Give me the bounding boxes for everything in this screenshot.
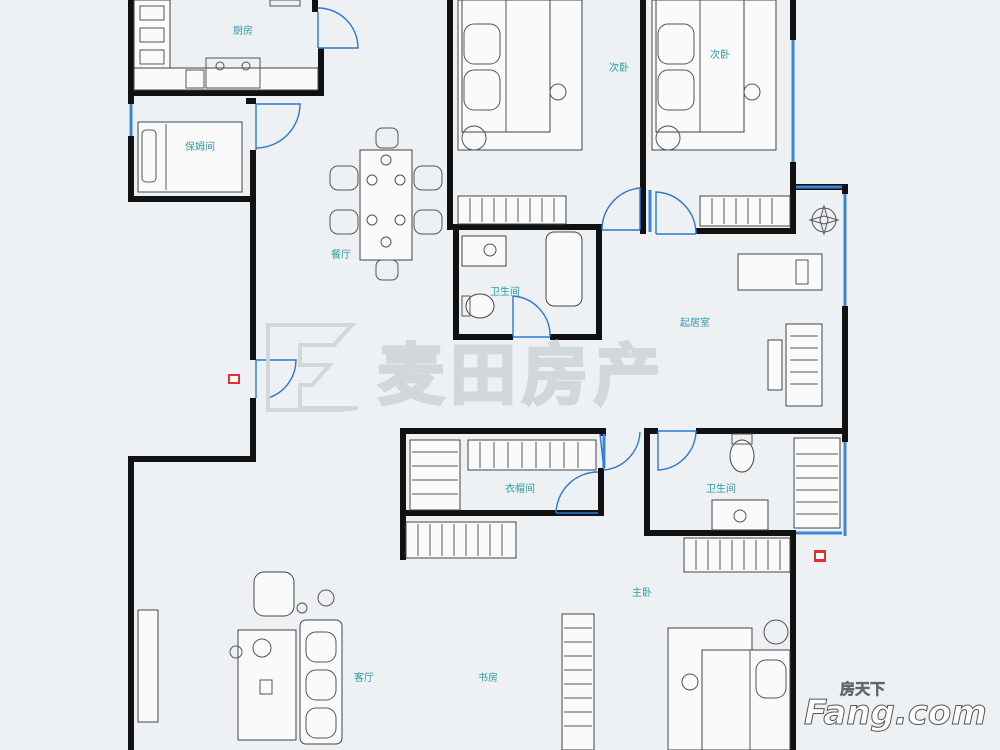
cloakroom-shelves: [409, 439, 597, 511]
logo-cn-text: 房天下: [840, 680, 885, 698]
kitchen-fixtures: [133, 0, 319, 91]
walls: [128, 0, 848, 750]
doors: [255, 7, 697, 514]
room-labels: 厨房 保姆间 餐厅 次卧 次卧 卫生间 起居室 衣帽间 卫生间 主卧 客厅 书房: [185, 24, 736, 684]
fang-logo: 房天下 Fang.com: [804, 680, 988, 734]
bathroom-1-fixtures: [461, 231, 583, 319]
bedroom-1-bed: [457, 0, 583, 225]
label-study: 书房: [478, 671, 498, 684]
label-dining: 餐厅: [331, 248, 351, 261]
dining-table: [329, 127, 443, 281]
label-kitchen: 厨房: [233, 24, 253, 37]
windows: [129, 40, 847, 536]
label-nanny-room: 保姆间: [185, 140, 215, 153]
sofa-set: [137, 571, 343, 745]
study-shelves: [405, 521, 595, 750]
entry-marker-west: [228, 374, 240, 384]
label-second-bedroom-2: 次卧: [710, 48, 730, 61]
label-bathroom-2: 卫生间: [706, 482, 736, 495]
label-master-bedroom: 主卧: [632, 586, 652, 599]
label-cloakroom: 衣帽间: [505, 482, 535, 495]
label-second-bedroom-1: 次卧: [609, 61, 629, 74]
living-room-fixtures: [737, 204, 840, 407]
label-bathroom-1: 卫生间: [490, 285, 520, 298]
master-bedroom-furniture: [667, 537, 791, 750]
watermark: 麦田房产: [266, 323, 666, 416]
watermark-text: 麦田房产: [378, 337, 666, 414]
nanny-bed: [137, 121, 243, 193]
entry-marker-east: [814, 550, 826, 562]
logo-en-text: Fang.com: [804, 693, 987, 733]
label-sitting-room: 客厅: [354, 671, 374, 684]
label-living-room: 起居室: [680, 316, 710, 329]
bathroom-2-fixtures: [711, 433, 841, 531]
bedroom-2-bed: [651, 0, 791, 227]
